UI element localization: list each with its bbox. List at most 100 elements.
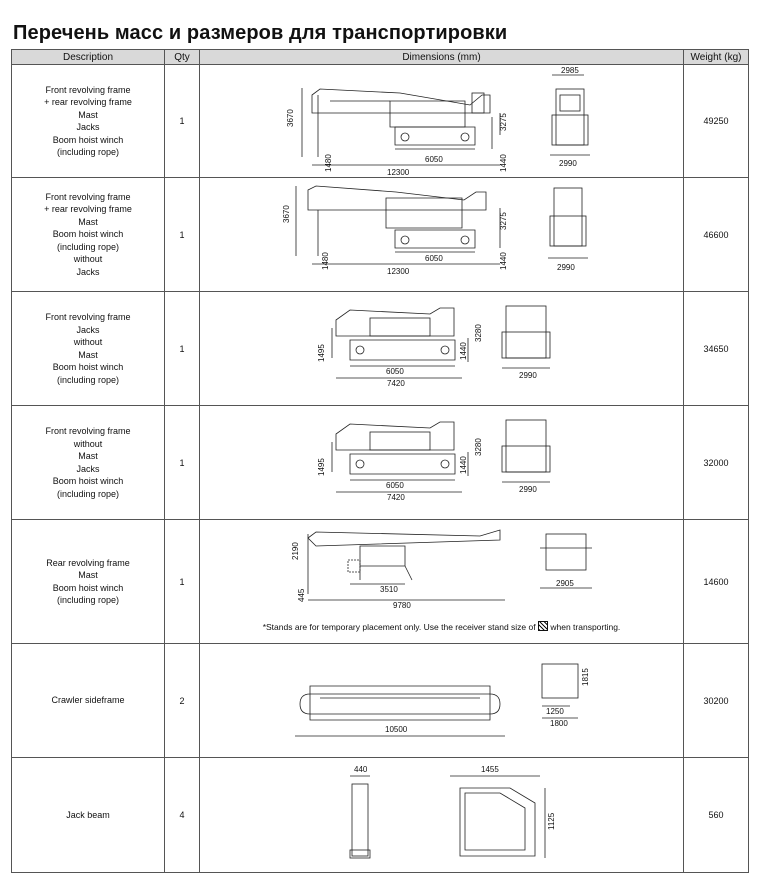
desc-line: Crawler sideframe: [51, 695, 125, 706]
dim-width: 440: [354, 765, 368, 774]
note-text-end: when transporting.: [550, 622, 621, 632]
row-dimensions: 3670 3275 6050 12300 1480 1440 2990: [199, 177, 684, 292]
row-weight: 34650: [683, 291, 749, 406]
header-description: Description: [11, 49, 165, 65]
dim-total-length: 7420: [387, 493, 405, 502]
row-qty: 1: [164, 291, 200, 406]
front-frame-drawing: 1495 1440 3280 6050 7420 2990: [317, 305, 551, 388]
front-view: [501, 305, 551, 369]
desc-line: + rear revolving frame: [44, 204, 132, 215]
front-view: [550, 74, 590, 156]
dim-width: 2990: [519, 371, 537, 380]
header-weight: Weight (kg): [683, 49, 749, 65]
dim-inner-width: 1250: [546, 707, 564, 716]
row-dimensions: 1495 1440 3280 6050 7420 2990: [199, 291, 684, 406]
desc-line: Jacks: [76, 266, 100, 277]
row-weight: 560: [683, 757, 749, 873]
dim-height: 3670: [286, 109, 295, 127]
dim-track-length: 6050: [425, 155, 443, 164]
desc-line: Jack beam: [66, 809, 110, 820]
desc-line: (including rope): [56, 488, 120, 499]
row-weight: 46600: [683, 177, 749, 292]
row-description: Front revolving frame + rear revolving f…: [11, 64, 165, 178]
dim-length: 10500: [385, 725, 408, 734]
row-weight: 32000: [683, 405, 749, 520]
desc-line: Front revolving frame: [45, 426, 131, 436]
dim-stand-height: 445: [297, 588, 306, 602]
desc-line: Jacks: [76, 463, 100, 474]
dim-height: 3280: [474, 438, 483, 456]
desc-line: Front revolving frame: [45, 312, 131, 322]
row-description: Rear revolving frame Mast Boom hoist win…: [11, 519, 165, 644]
desc-line: Boom hoist winch: [52, 229, 124, 240]
row-description: Front revolving frame without Mast Jacks…: [11, 405, 165, 520]
transport-spec-table: Description Qty Dimensions (mm) Weight (…: [11, 49, 749, 873]
table-row: Front revolving frame Jacks without Mast…: [11, 291, 749, 406]
dim-left-height: 1495: [317, 458, 326, 476]
row-weight: 14600: [683, 519, 749, 644]
row-qty: 1: [164, 64, 200, 178]
table-row: Rear revolving frame Mast Boom hoist win…: [11, 519, 749, 644]
desc-line: Rear revolving frame: [46, 557, 130, 568]
dim-body-height: 3275: [499, 113, 508, 131]
dim-total-length: 7420: [387, 379, 405, 388]
row-dimensions: 440 1455 1125: [199, 757, 684, 873]
row-dimensions: 10500 1815 1250 1800: [199, 643, 684, 758]
desc-line: (including rope): [56, 241, 120, 252]
dim-height: 3670: [282, 205, 291, 223]
table-row: Jack beam 4 440 1455 1125: [11, 757, 749, 873]
note-text: *Stands are for temporary placement only…: [262, 622, 536, 632]
page-title: Перечень масс и размеров для транспортир…: [13, 22, 508, 44]
side-view: [295, 185, 501, 265]
side-view: [295, 685, 505, 737]
dim-height: 2190: [291, 542, 300, 560]
row-description: Front revolving frame Jacks without Mast…: [11, 291, 165, 406]
dim-body-height: 3275: [499, 212, 508, 230]
row-description: Crawler sideframe: [11, 643, 165, 758]
desc-line: Mast: [78, 349, 98, 360]
crane-body-drawing: 3670 3275 6050 12300 1480 1440 2985 2990: [286, 66, 590, 177]
side-view: [301, 88, 501, 166]
desc-line: Mast: [78, 570, 98, 580]
dim-stand-length: 3510: [380, 585, 398, 594]
row-weight: 30200: [683, 643, 749, 758]
desc-line: Jacks: [76, 122, 100, 132]
desc-line: Boom hoist winch: [52, 134, 124, 145]
desc-line: without: [73, 337, 103, 347]
dim-front-ground: 1480: [321, 252, 330, 270]
desc-line: without: [73, 438, 103, 449]
table-row: Front revolving frame without Mast Jacks…: [11, 405, 749, 520]
row-weight: 49250: [683, 64, 749, 178]
row-qty: 1: [164, 405, 200, 520]
dim-width: 2990: [519, 485, 537, 494]
front-view: [548, 187, 588, 259]
table-row: Front revolving frame + rear revolving f…: [11, 64, 749, 178]
side-view: [331, 421, 469, 493]
dim-total-length: 12300: [387, 168, 410, 177]
front-frame-drawing: 1495 1440 3280 6050 7420 2990: [317, 419, 551, 502]
header-qty: Qty: [164, 49, 200, 65]
desc-line: Jacks: [76, 324, 100, 335]
dim-track-length: 6050: [386, 481, 404, 490]
row-qty: 4: [164, 757, 200, 873]
desc-line: + rear revolving frame: [44, 97, 132, 107]
jack-beam-drawing: 440 1455 1125: [349, 765, 556, 859]
desc-line: Boom hoist winch: [52, 362, 124, 372]
dim-width: 2990: [557, 263, 575, 272]
desc-line: (including rope): [56, 374, 120, 385]
desc-line: (including rope): [56, 595, 120, 605]
dim-height: 1125: [547, 812, 556, 830]
row-qty: 1: [164, 519, 200, 644]
side-view: [307, 529, 505, 601]
end-view: [349, 775, 371, 859]
desc-line: (including rope): [56, 147, 120, 157]
dim-track-height: 1440: [459, 456, 468, 474]
dim-track-length: 6050: [425, 254, 443, 263]
dim-length: 1455: [481, 765, 499, 774]
dim-width: 2990: [559, 159, 577, 168]
desc-line: Boom hoist winch: [52, 476, 124, 486]
desc-line: Front revolving frame: [45, 84, 131, 95]
dim-top-width: 2985: [561, 66, 579, 75]
dim-track-height: 1440: [499, 154, 508, 172]
rear-frame-drawing: 2190 445 3510 9780 2905: [291, 529, 592, 610]
